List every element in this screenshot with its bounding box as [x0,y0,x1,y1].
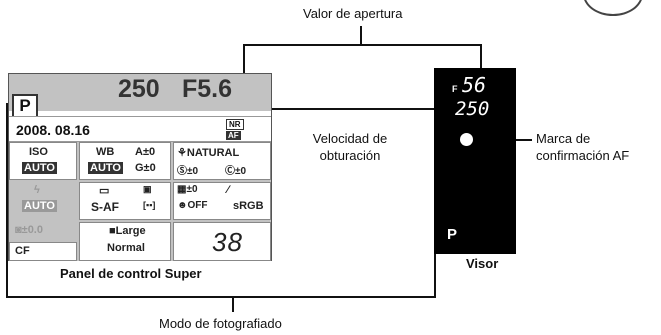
leader-line [480,44,482,74]
contrast-value: ±0 [235,166,247,177]
quality-size: Large [115,225,146,237]
af-badge: AF [226,131,241,140]
leader-line [6,103,8,298]
wb-value: AUTO [88,162,123,174]
aperture-value: F5.6 [182,75,233,103]
viewfinder-mode: P [447,226,458,243]
picture-mode-value: NATURAL [186,147,240,159]
leader-line [243,44,481,46]
flash-mode-value: AUTO [22,200,57,212]
color-space-value: sRGB [233,200,264,212]
shutter-speed-label: Velocidad de obturación [312,131,388,163]
viewfinder-shutter: 250 [455,98,490,120]
date-value: 2008. 08.16 [16,122,90,138]
face-detect-value: OFF [187,200,208,211]
panel-title: Panel de control Super [60,266,202,281]
panel-header [9,74,271,111]
af-confirm-label: Marca de confirmación AF [536,131,630,163]
sharpness-icon: ▦ [177,184,187,195]
quality-compression: Normal [107,242,145,254]
focus-mode-value: S-AF [91,200,119,214]
noise-reduction-badge: NR [226,119,244,130]
picture-mode-cell [173,142,271,180]
viewfinder-f-symbol: F [452,84,458,94]
viewfinder-title: Visor [466,256,499,271]
af-area-icon: [▪▪] [143,200,156,210]
face-detect-icon: ☻ [177,200,188,211]
flash-comp-value: ±0.0 [21,224,43,236]
sharpness-value: ±0 [186,184,198,195]
card-cell [9,242,77,261]
iso-label: ISO [29,146,48,158]
quality-icon: ■ [109,225,116,237]
card-type-value: CF [15,245,30,257]
wb-g-value: G±0 [135,162,156,174]
settings-grid: ISO AUTO WB AUTO A±0 G±0 ⚘NATURAL Ⓢ±0 Ⓒ±… [9,142,271,261]
leader-line [434,254,436,298]
gradation-icon: ∕ [227,184,229,196]
contrast-icon: Ⓒ [225,166,235,177]
remaining-cell [173,222,271,261]
flash-icon: ϟ [34,184,40,196]
shooting-mode-indicator: P [12,94,38,118]
dial-illustration [583,0,643,16]
leader-line [243,44,245,76]
aperture-value-label: Valor de apertura [303,6,403,21]
wb-cell [79,142,171,180]
leader-line [149,108,452,110]
saturation-value: ±0 [187,166,199,177]
shooting-mode-label: Modo de fotografiado [159,316,282,331]
af-confirm-icon [460,133,473,146]
viewfinder-display [434,68,516,254]
leader-line [6,296,436,298]
iso-value: AUTO [22,162,57,174]
wb-a-value: A±0 [135,146,156,158]
image-settings-cell [173,182,271,220]
quality-cell [79,222,171,261]
leader-line [232,296,234,312]
wb-label: WB [96,146,115,158]
viewfinder-aperture: 56 [462,73,487,97]
metering-icon: ▣ [143,184,152,194]
remaining-shots: 38 [212,227,243,257]
flash-comp-icon: ◙ [15,224,22,236]
drive-af-cell [79,182,171,220]
shutter-speed-value: 250 [118,75,160,103]
picture-mode-icon: ⚘ [177,147,187,159]
drive-icon: ▭ [99,185,110,197]
saturation-icon: Ⓢ [177,166,187,177]
leader-line [360,26,362,44]
